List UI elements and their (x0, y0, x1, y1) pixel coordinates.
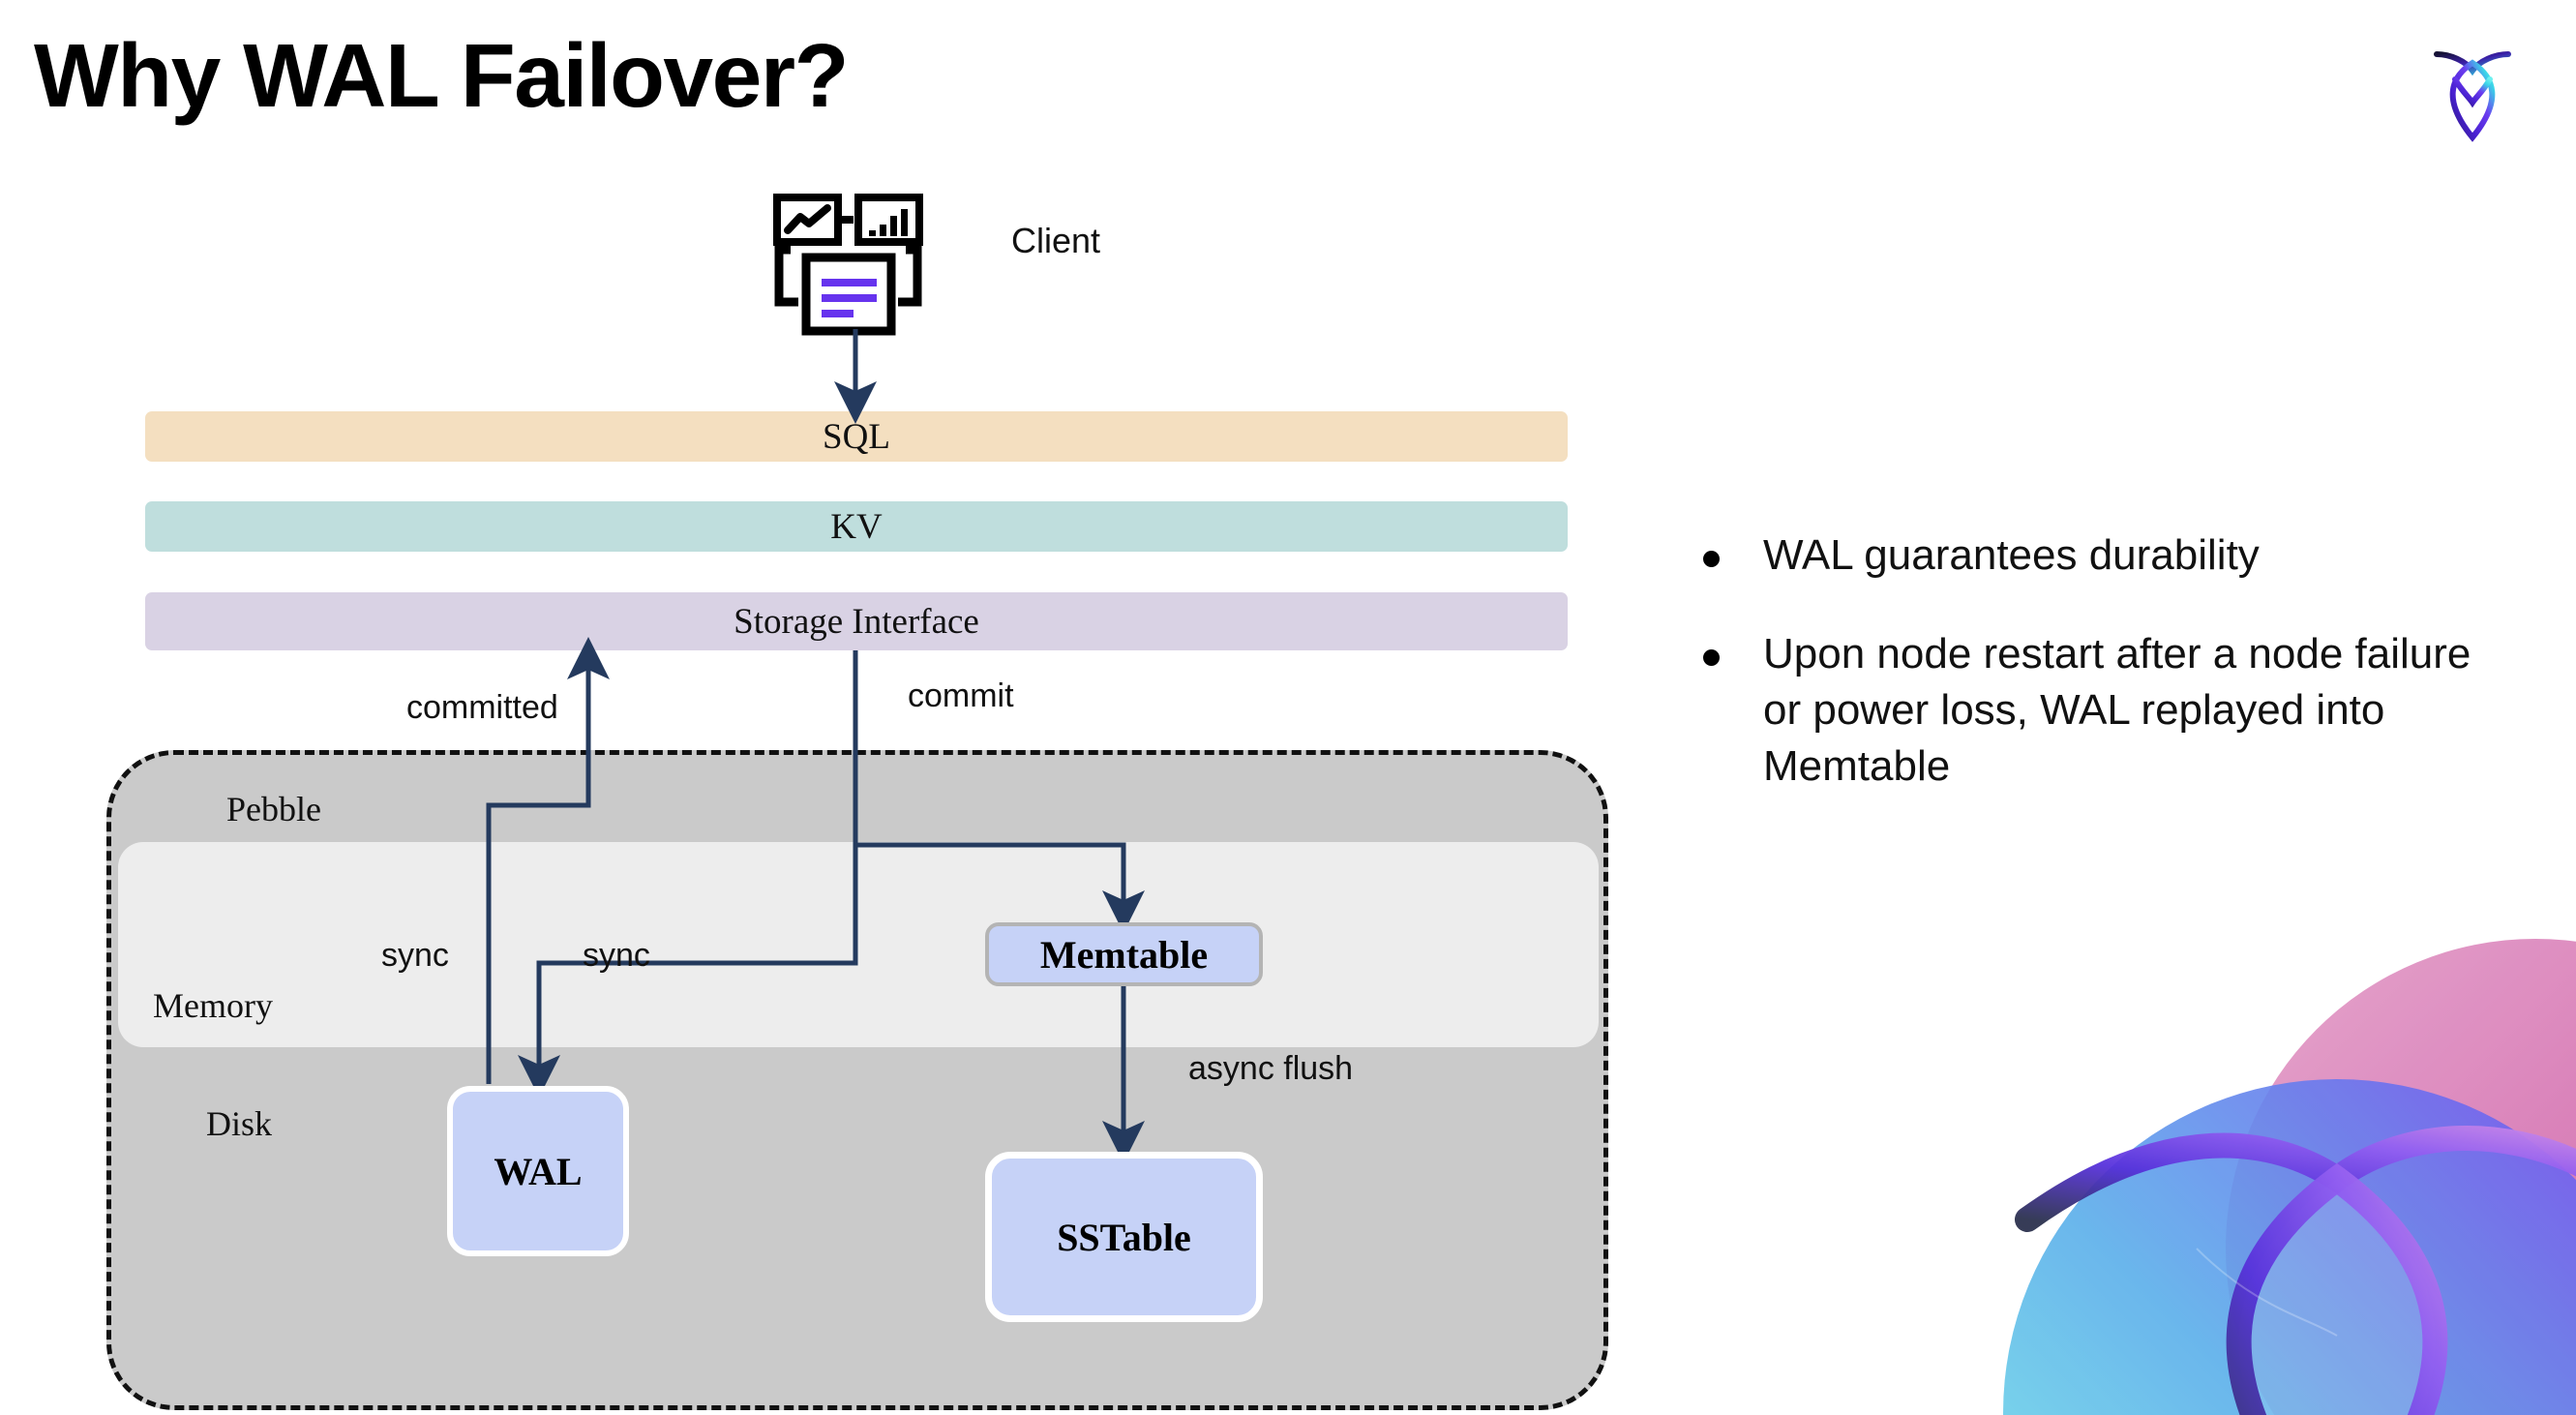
edge-label-committed: committed (406, 689, 558, 726)
edge-label-async-flush: async flush (1188, 1050, 1354, 1087)
node-memtable: Memtable (985, 922, 1263, 986)
bullet-text: Upon node restart after a node failure o… (1763, 630, 2471, 791)
bullet-dot-icon (1703, 551, 1720, 567)
bullet-dot-icon (1703, 649, 1720, 667)
memory-zone (118, 842, 1599, 1047)
disk-label: Disk (206, 1104, 273, 1143)
list-item: Upon node restart after a node failure o… (1703, 626, 2506, 795)
memory-label: Memory (153, 986, 273, 1025)
client-label: Client (1011, 221, 1101, 260)
layer-bar-sql: SQL (145, 411, 1568, 462)
cockroachdb-logo-icon (2413, 31, 2531, 149)
client-terminal-icon (769, 194, 934, 337)
edge-label-commit: commit (908, 677, 1014, 714)
bullet-text: WAL guarantees durability (1763, 531, 2260, 579)
page-title: Why WAL Failover? (34, 25, 849, 126)
node-sstable: SSTable (985, 1152, 1263, 1322)
node-wal: WAL (447, 1086, 629, 1256)
pebble-label: Pebble (226, 790, 321, 828)
edge-label-sync-right: sync (583, 937, 650, 974)
edge-label-sync-left: sync (381, 937, 449, 974)
layer-bar-kv: KV (145, 501, 1568, 552)
decorative-logo-graphic (1955, 929, 2576, 1415)
architecture-diagram: Client SQL KV Storage Interface Pebble M… (106, 194, 1608, 1410)
list-item: WAL guarantees durability (1703, 527, 2506, 584)
layer-bar-storage-interface: Storage Interface (145, 592, 1568, 650)
bullet-list: WAL guarantees durability Upon node rest… (1703, 527, 2506, 837)
